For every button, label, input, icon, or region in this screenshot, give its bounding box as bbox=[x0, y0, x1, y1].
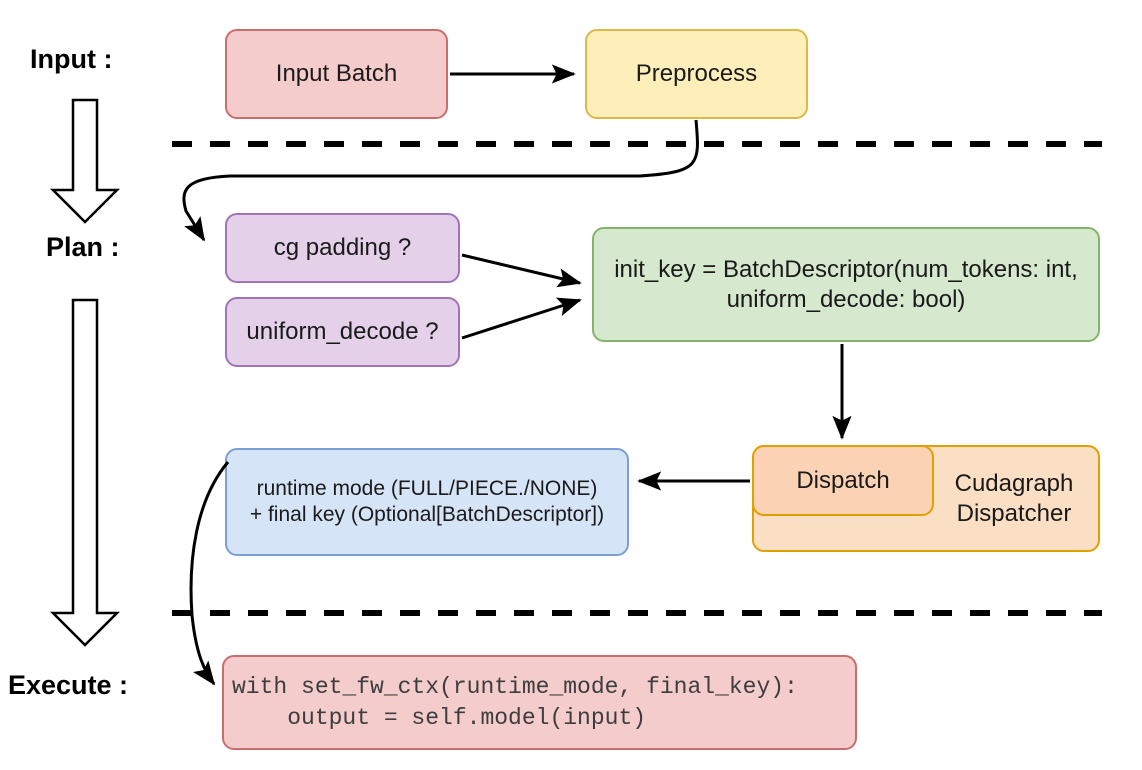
node-dispatch[interactable]: Dispatch bbox=[752, 445, 934, 516]
node-preprocess-label: Preprocess bbox=[635, 60, 758, 88]
stage-label-execute: Execute : bbox=[8, 670, 129, 700]
stage-label-input: Input : bbox=[30, 44, 113, 74]
node-uniform-decode-label: uniform_decode ? bbox=[246, 318, 439, 346]
node-execute-code[interactable]: with set_fw_ctx(runtime_mode, final_key)… bbox=[222, 655, 857, 750]
input-to-plan-arrow bbox=[49, 98, 121, 224]
node-uniform-decode[interactable]: uniform_decode ? bbox=[225, 297, 460, 367]
node-preprocess[interactable]: Preprocess bbox=[585, 29, 808, 119]
plan-to-execute-arrow bbox=[49, 298, 121, 647]
node-cudagraph-dispatcher-line2: Dispatcher bbox=[956, 499, 1072, 527]
node-execute-code-line1: with set_fw_ctx(runtime_mode, final_key)… bbox=[232, 674, 798, 701]
node-cudagraph-dispatcher-text: Cudagraph Dispatcher bbox=[762, 469, 1090, 528]
node-runtime-mode-line1: runtime mode (FULL/PIECE./NONE) bbox=[256, 477, 598, 501]
node-execute-code-text: with set_fw_ctx(runtime_mode, final_key)… bbox=[232, 672, 847, 733]
node-input-batch-label: Input Batch bbox=[275, 60, 398, 88]
node-runtime-mode[interactable]: runtime mode (FULL/PIECE./NONE) + final … bbox=[225, 448, 629, 556]
node-init-key-text: init_key = BatchDescriptor(num_tokens: i… bbox=[602, 255, 1090, 314]
node-cg-padding[interactable]: cg padding ? bbox=[225, 213, 460, 283]
node-execute-code-line2: output = self.model(input) bbox=[232, 704, 647, 731]
node-cg-padding-label: cg padding ? bbox=[273, 234, 412, 262]
uniform-decode-to-init-key-arrow bbox=[461, 297, 582, 340]
node-cudagraph-dispatcher-line1: Cudagraph bbox=[954, 470, 1074, 498]
node-dispatch-label: Dispatch bbox=[796, 466, 890, 494]
node-init-key-line1: init_key = BatchDescriptor(num_tokens: i… bbox=[614, 256, 1078, 284]
cg-padding-to-init-key-arrow bbox=[461, 253, 582, 288]
node-runtime-mode-line2: + final key (Optional[BatchDescriptor]) bbox=[249, 503, 605, 526]
node-init-key[interactable]: init_key = BatchDescriptor(num_tokens: i… bbox=[592, 227, 1100, 342]
stage-label-plan: Plan : bbox=[46, 232, 120, 262]
runtime-mode-to-execute-code-arrow bbox=[189, 461, 230, 686]
node-input-batch[interactable]: Input Batch bbox=[225, 29, 448, 119]
node-init-key-line2: uniform_decode: bool) bbox=[726, 285, 966, 313]
node-runtime-mode-text: runtime mode (FULL/PIECE./NONE) + final … bbox=[235, 476, 619, 527]
